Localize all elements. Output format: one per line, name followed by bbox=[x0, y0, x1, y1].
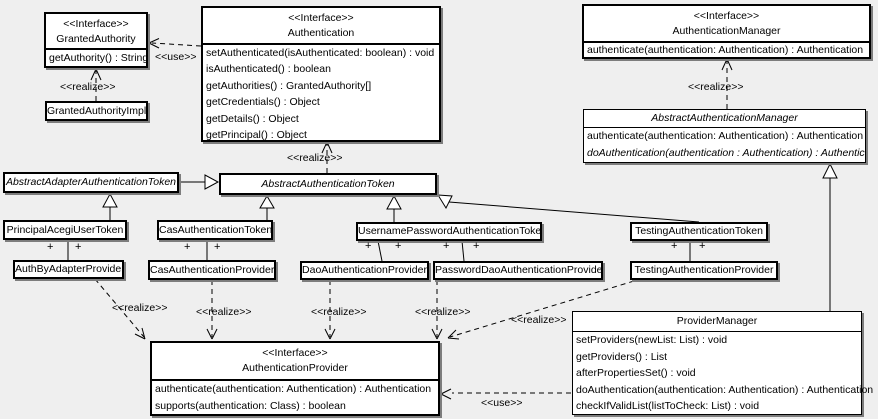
multiplicity-label: + bbox=[699, 240, 706, 252]
stereotype-label: <<Interface>> bbox=[288, 12, 354, 24]
method-label: setProviders(newList: List) : void bbox=[576, 334, 728, 346]
method-label: isAuthenticated() : boolean bbox=[206, 63, 331, 76]
edge-assoc-usernametoken-daoprovider bbox=[377, 240, 383, 262]
multiplicity-label: + bbox=[395, 240, 402, 252]
multiplicity-label: + bbox=[47, 241, 54, 253]
class-name: AbstractAuthenticationManager bbox=[651, 112, 798, 124]
class-authentication[interactable]: <<Interface>> Authentication setAuthenti… bbox=[201, 6, 441, 142]
class-password-dao-authentication-provider[interactable]: PasswordDaoAuthenticationProvider bbox=[433, 261, 603, 280]
stereotype-label: <<Interface>> bbox=[693, 10, 760, 22]
method-label: checkIfValidList(listToCheck: List) : vo… bbox=[576, 400, 760, 413]
multiplicity-label: + bbox=[473, 240, 480, 252]
class-name: Authentication bbox=[287, 27, 355, 39]
class-cas-authentication-token[interactable]: CasAuthenticationToken bbox=[157, 220, 273, 240]
edge-usernametoken-extends-abstracttoken bbox=[386, 194, 402, 222]
method-label: getCredentials() : Object bbox=[206, 96, 320, 109]
edge-casprovider-realize-authenticationprovider bbox=[206, 280, 218, 340]
method-label: getProviders() : List bbox=[576, 350, 668, 363]
class-authentication-provider[interactable]: <<Interface>> AuthenticationProvider aut… bbox=[150, 341, 440, 416]
edge-assoc-usernametoken-passworddaoprovider bbox=[461, 240, 465, 262]
class-name: GrantedAuthority bbox=[56, 33, 136, 45]
edge-providermanager-use-authenticationprovider bbox=[440, 388, 571, 400]
edge-adaptertoken-extends-abstracttoken bbox=[179, 174, 220, 190]
method-label: getPrincipal() : Object bbox=[206, 129, 307, 142]
class-granted-authority-impl[interactable]: GrantedAuthorityImpl bbox=[45, 101, 148, 121]
stereotype-label: <<Interface>> bbox=[63, 18, 129, 30]
edge-abstractauthenticationmanager-realize-authenticationmanager bbox=[721, 58, 733, 109]
edge-authentication-use-grantedauthority bbox=[148, 38, 202, 49]
edge-passworddaoprovider-realize-authenticationprovider bbox=[431, 280, 443, 340]
class-abstract-adapter-authentication-token[interactable]: AbstractAdapterAuthenticationToken bbox=[3, 172, 179, 193]
realize-stereotype-label: <<realize>> bbox=[311, 306, 367, 318]
stereotype-label: <<Interface>> bbox=[262, 347, 328, 359]
method-label: authenticate(authentication: Authenticat… bbox=[155, 383, 432, 395]
realize-stereotype-label: <<realize>> bbox=[196, 306, 252, 318]
class-username-password-authentication-token[interactable]: UsernamePasswordAuthenticationToken bbox=[356, 222, 542, 241]
edge-authbyadapterprovider-realize-authenticationprovider bbox=[94, 278, 146, 340]
class-abstract-authentication-manager[interactable]: AbstractAuthenticationManager authentica… bbox=[583, 109, 866, 163]
method-label: afterPropertiesSet() : void bbox=[576, 367, 696, 380]
edge-principaltoken-extends-adaptertoken bbox=[102, 192, 118, 220]
edge-grantedauthorityimpl-realize-grantedauthority bbox=[90, 68, 102, 101]
edge-testingtoken-extends-abstracttoken bbox=[437, 194, 700, 223]
multiplicity-label: + bbox=[214, 241, 221, 253]
method-label: doAuthentication(authentication: Authent… bbox=[576, 383, 874, 396]
method-label: getAuthorities() : GrantedAuthority[] bbox=[206, 79, 372, 92]
use-stereotype-label: <<use>> bbox=[481, 397, 523, 409]
class-provider-manager[interactable]: ProviderManager setProviders(newList: Li… bbox=[572, 311, 874, 415]
method-label: setAuthenticated(isAuthenticated: boolea… bbox=[206, 47, 435, 59]
class-principal-acegi-user-token[interactable]: PrincipalAcegiUserToken bbox=[3, 220, 127, 240]
realize-stereotype-label: <<realize>> bbox=[415, 306, 471, 318]
realize-stereotype-label: <<realize>> bbox=[60, 81, 116, 93]
class-testing-authentication-token[interactable]: TestingAuthenticationToken bbox=[630, 222, 768, 241]
realize-stereotype-label: <<realize>> bbox=[112, 302, 168, 314]
class-abstract-authentication-token[interactable]: AbstractAuthenticationToken bbox=[219, 173, 437, 195]
edge-castoken-extends-abstracttoken bbox=[259, 195, 275, 220]
class-granted-authority[interactable]: <<Interface>> GrantedAuthority getAuthor… bbox=[44, 12, 148, 68]
edge-testingprovider-realize-authenticationprovider bbox=[447, 280, 635, 340]
class-name: ProviderManager bbox=[676, 315, 758, 327]
edge-providermanager-extends-abstractauthenticationmanager bbox=[822, 162, 838, 311]
multiplicity-label: + bbox=[184, 241, 191, 253]
method-label: doAuthentication(authentication : Authen… bbox=[587, 147, 865, 160]
method-label: supports(authentication: Class) : boolea… bbox=[155, 400, 346, 413]
multiplicity-label: + bbox=[443, 240, 450, 252]
class-dao-authentication-provider[interactable]: DaoAuthenticationProvider bbox=[300, 261, 429, 280]
class-name: AuthenticationManager bbox=[672, 25, 781, 37]
class-testing-authentication-provider[interactable]: TestingAuthenticationProvider bbox=[630, 261, 778, 280]
class-auth-by-adapter-provider[interactable]: AuthByAdapterProvider bbox=[13, 260, 124, 279]
realize-stereotype-label: <<realize>> bbox=[287, 152, 343, 164]
class-cas-authentication-provider[interactable]: CasAuthenticationProvider bbox=[148, 260, 276, 280]
multiplicity-label: + bbox=[671, 240, 678, 252]
realize-stereotype-label: <<realize>> bbox=[511, 314, 567, 326]
multiplicity-label: + bbox=[365, 240, 372, 252]
method-label: authenticate(authentication: Authenticat… bbox=[587, 130, 864, 142]
method-label: getDetails() : Object bbox=[206, 112, 299, 125]
class-authentication-manager[interactable]: <<Interface>> AuthenticationManager auth… bbox=[582, 4, 871, 59]
class-name: AuthenticationProvider bbox=[242, 362, 348, 374]
edge-daoprovider-realize-authenticationprovider bbox=[324, 280, 336, 340]
edge-abstractauthenticationtoken-realize-authentication bbox=[321, 141, 333, 173]
method-label: authenticate(authentication: Authenticat… bbox=[587, 44, 864, 56]
use-stereotype-label: <<use>> bbox=[155, 51, 197, 63]
realize-stereotype-label: <<realize>> bbox=[688, 81, 744, 93]
multiplicity-label: + bbox=[75, 241, 82, 253]
method-label: getAuthority() : String bbox=[49, 52, 146, 64]
